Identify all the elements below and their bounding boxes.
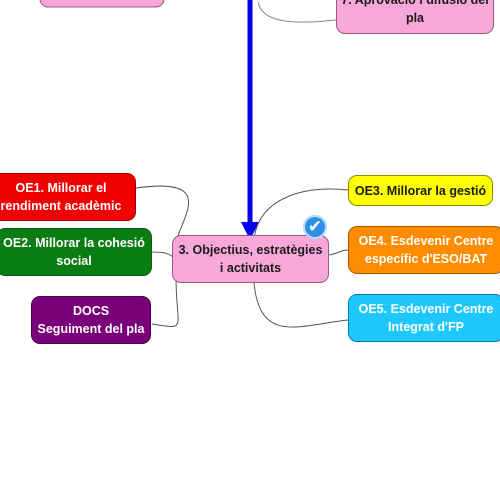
- partial-node-top-left[interactable]: [39, 0, 165, 8]
- node-oe3[interactable]: OE3. Millorar la gestió: [348, 175, 493, 206]
- node-aprovacio-difusio[interactable]: 7. Aprovació i difusió del pla: [336, 0, 494, 34]
- flow-arrow-head: [241, 222, 259, 240]
- node-oe1-label: OE1. Millorar el rendiment acadèmic: [0, 181, 122, 213]
- node-oe4[interactable]: OE4. Esdevenir Centre específic d'ESO/BA…: [348, 226, 500, 274]
- node-oe2-label: OE2. Millorar la cohesió social: [3, 236, 145, 268]
- connector-top-right: [257, 1, 337, 23]
- connector-oe2: [151, 251, 175, 259]
- node-oe5-label: OE5. Esdevenir Centre Integrat d'FP: [358, 302, 494, 334]
- node-objectius-estrategies[interactable]: 3. Objectius, estratègies i activitats: [172, 235, 329, 283]
- connector-oe5: [253, 282, 349, 328]
- connector-oe3: [253, 188, 349, 241]
- node-objectius-estrategies-label: 3. Objectius, estratègies i activitats: [178, 243, 323, 275]
- node-aprovacio-difusio-label: 7. Aprovació i difusió del pla: [341, 0, 489, 25]
- node-docs-label: DOCS Seguiment del pla: [37, 304, 145, 336]
- node-oe2[interactable]: OE2. Millorar la cohesió social: [0, 228, 152, 276]
- connector-oe4: [327, 249, 349, 256]
- node-oe1[interactable]: OE1. Millorar el rendiment acadèmic: [0, 173, 136, 221]
- node-docs[interactable]: DOCS Seguiment del pla: [31, 296, 151, 344]
- check-icon: ✔: [303, 215, 327, 239]
- node-oe4-label: OE4. Esdevenir Centre específic d'ESO/BA…: [358, 234, 494, 266]
- node-oe5[interactable]: OE5. Esdevenir Centre Integrat d'FP: [348, 294, 500, 342]
- connector-docs: [151, 269, 179, 327]
- node-oe3-label: OE3. Millorar la gestió: [354, 183, 487, 198]
